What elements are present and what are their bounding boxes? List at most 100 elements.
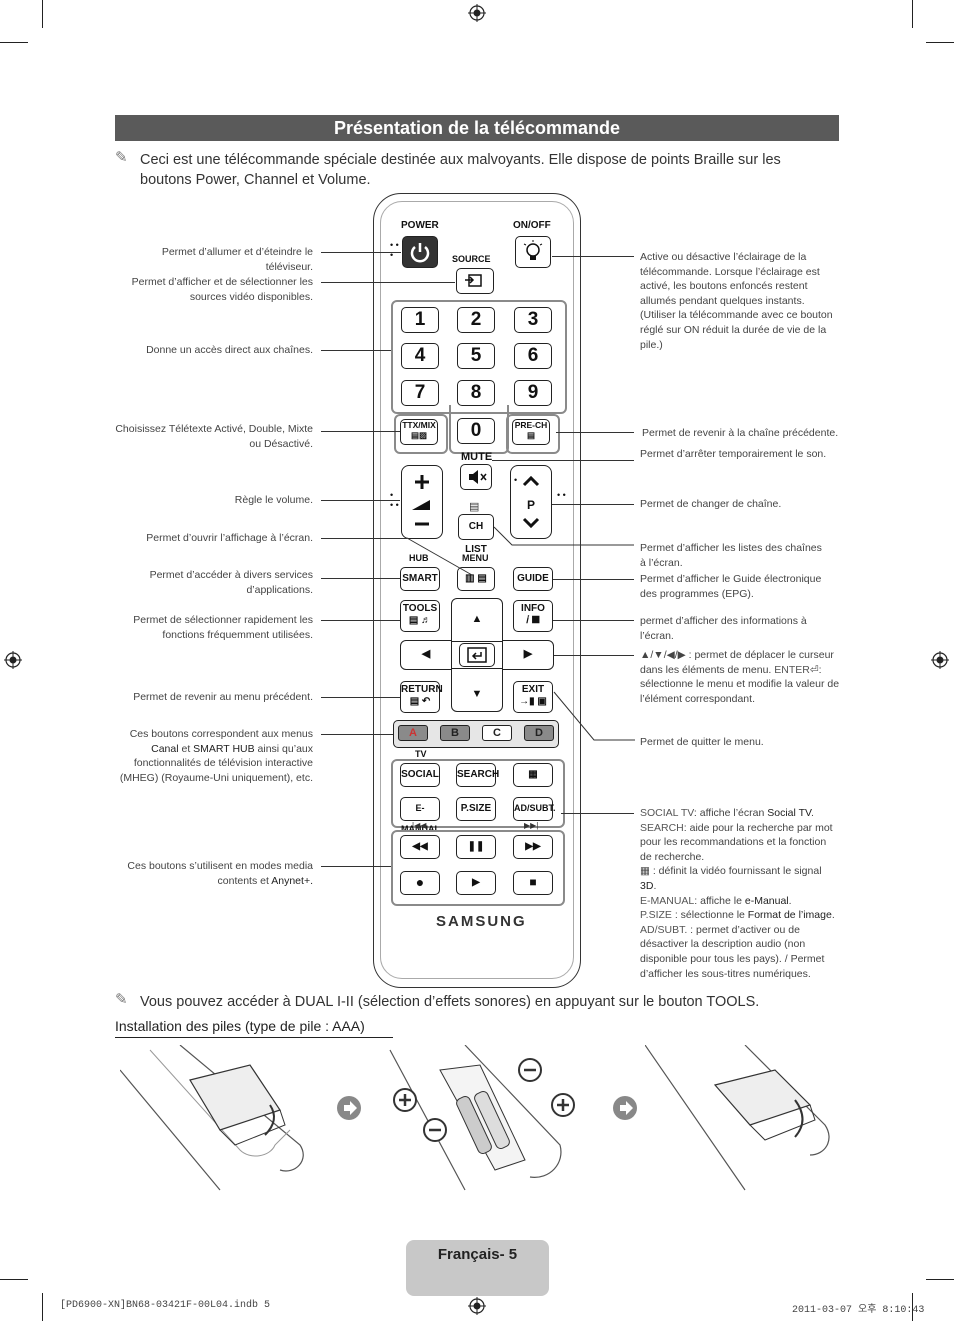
menu-button[interactable]: ▥ ▤ bbox=[457, 567, 495, 591]
pre-ch-label: PRE-CH bbox=[514, 420, 548, 430]
exit-icon: →▮ ▣ bbox=[519, 696, 547, 707]
battery-step-3-illustration bbox=[645, 1045, 830, 1191]
desc-navigation: ▲/▼/◀/▶ : permet de déplacer le curseur … bbox=[640, 648, 840, 706]
exit-button[interactable]: EXIT→▮ ▣ bbox=[513, 681, 553, 713]
leader-line bbox=[554, 655, 634, 656]
guide-button[interactable]: GUIDE bbox=[513, 567, 553, 591]
note-pencil-icon: ✎ bbox=[115, 991, 128, 1008]
digit-button-6[interactable]: 6 bbox=[514, 343, 552, 369]
tools-button[interactable]: TOOLS▤ ♬ bbox=[400, 600, 440, 632]
dpad-down-button[interactable]: ▼ bbox=[451, 668, 503, 712]
fast-forward-button[interactable]: ▶▶ bbox=[513, 835, 553, 859]
record-button[interactable]: ● bbox=[400, 871, 440, 895]
channel-up-down-icon bbox=[522, 475, 540, 529]
samsung-logo: SAMSUNG bbox=[436, 913, 527, 930]
volume-rocker[interactable] bbox=[401, 465, 443, 539]
color-a-label: A bbox=[409, 727, 417, 739]
ch-list-label: CH LIST bbox=[465, 521, 487, 555]
onoff-button[interactable] bbox=[515, 236, 551, 268]
desc-tools: Permet de sélectionner rapidement les fo… bbox=[133, 614, 313, 641]
dpad-right-button[interactable]: ▶ bbox=[502, 640, 554, 670]
desc-guide: Permet d’afficher le Guide électronique … bbox=[640, 573, 822, 600]
arrow-left-icon: ◀ bbox=[421, 648, 431, 660]
desc-adsubt-text: : permet d’activer ou de désactiver la d… bbox=[640, 923, 825, 980]
next-step-arrow-icon bbox=[613, 1096, 637, 1120]
digit-button-2[interactable]: 2 bbox=[457, 307, 495, 333]
ad-subt-button[interactable]: AD/SUBT. bbox=[513, 797, 556, 821]
social-button[interactable]: SOCIAL bbox=[400, 763, 440, 787]
dual-note-pre: Vous pouvez accéder à DUAL I-II (sélecti… bbox=[140, 994, 707, 1010]
desc-search-text: : aide pour la recherche par mot pour le… bbox=[640, 821, 833, 863]
digit-button-8[interactable]: 8 bbox=[457, 380, 495, 406]
remote-inner-outline bbox=[380, 201, 574, 979]
color-button-b[interactable]: B bbox=[440, 725, 470, 741]
desc-color-et: et bbox=[178, 742, 194, 755]
power-button[interactable] bbox=[402, 236, 438, 268]
smart-hub-button[interactable]: SMART bbox=[400, 567, 440, 591]
desc-color-smarthub: SMART HUB bbox=[193, 742, 255, 755]
digit-button-9[interactable]: 9 bbox=[514, 380, 552, 406]
ttx-mix-button[interactable]: TTX/MIX▤▨ bbox=[400, 419, 438, 445]
source-input-icon bbox=[465, 274, 482, 287]
color-button-c[interactable]: C bbox=[482, 725, 512, 741]
mute-icon bbox=[469, 470, 487, 484]
info-label: INFO bbox=[521, 603, 545, 614]
digit-button-4[interactable]: 4 bbox=[401, 343, 439, 369]
power-icon bbox=[410, 243, 430, 263]
mute-button[interactable] bbox=[460, 464, 492, 490]
ch-list-button[interactable]: CH LIST bbox=[458, 514, 494, 555]
desc-nav-enter-label: ENTER bbox=[774, 663, 810, 676]
crop-mark bbox=[912, 0, 913, 28]
return-button[interactable]: RETURN▤ ↶ bbox=[400, 681, 443, 713]
info-icon: 𝑖 ▤ bbox=[526, 615, 540, 626]
digit-button-1[interactable]: 1 bbox=[401, 307, 439, 333]
p-size-button[interactable]: P.SIZE bbox=[456, 797, 496, 821]
dpad-up-button[interactable]: ▲ bbox=[451, 598, 503, 642]
3d-button[interactable]: ▦ bbox=[513, 763, 553, 787]
desc-volume: Règle le volume. bbox=[234, 494, 313, 506]
zero-key-group bbox=[449, 405, 509, 454]
rewind-button[interactable]: ◀◀ bbox=[400, 835, 440, 859]
dual-note-tools: TOOLS bbox=[706, 994, 756, 1010]
leader-line-menu bbox=[406, 537, 473, 576]
stop-button[interactable]: ■ bbox=[513, 871, 553, 895]
footer-file-info: [PD6900-XN]BN68-03421F-00L04.indb 5 bbox=[60, 1300, 271, 1311]
enter-small-icon: ⏎ bbox=[809, 663, 819, 676]
braille-dots: • bbox=[514, 475, 518, 485]
desc-color-canal: Canal bbox=[151, 742, 179, 755]
desc-color-pre: Ces boutons correspondent aux menus bbox=[129, 728, 313, 740]
source-button[interactable] bbox=[456, 268, 494, 294]
digit-button-0[interactable]: 0 bbox=[457, 418, 495, 444]
pause-button[interactable]: ❚❚ bbox=[456, 835, 496, 859]
rewind-icon: ◀◀ bbox=[412, 841, 428, 852]
previous-channel-icon: ▤ bbox=[526, 430, 536, 440]
pause-icon: ❚❚ bbox=[467, 841, 485, 852]
menu-icon: ▥ ▤ bbox=[465, 573, 487, 584]
leader-line bbox=[321, 282, 455, 283]
volume-icon bbox=[412, 475, 430, 526]
pre-ch-button[interactable]: PRE-CH▤ bbox=[512, 419, 550, 445]
digit-button-7[interactable]: 7 bbox=[401, 380, 439, 406]
desc-adsubt-label: AD/SUBT. bbox=[640, 923, 688, 936]
desc-return: Permet de revenir au menu précédent. bbox=[133, 691, 313, 703]
channel-rocker[interactable] bbox=[510, 465, 552, 539]
color-button-a[interactable]: A bbox=[398, 725, 428, 741]
enter-button[interactable] bbox=[459, 643, 495, 667]
smart-tv-group bbox=[391, 759, 565, 828]
leader-line bbox=[321, 578, 400, 579]
e-manual-button[interactable]: E-MANUAL bbox=[400, 797, 440, 834]
desc-smart: Permet d’accéder à divers services d’app… bbox=[149, 569, 313, 596]
color-button-d[interactable]: D bbox=[524, 725, 554, 741]
braille-dots: • • bbox=[557, 490, 566, 500]
play-button[interactable]: ▶ bbox=[456, 871, 496, 895]
social-label: SOCIAL bbox=[401, 769, 439, 780]
search-button[interactable]: SEARCH bbox=[456, 763, 499, 787]
desc-3d-text: : définit la vidéo fournissant le signal bbox=[652, 865, 822, 878]
arrow-up-icon: ▲ bbox=[471, 613, 483, 625]
digit-button-5[interactable]: 5 bbox=[457, 343, 495, 369]
dpad-left-button[interactable]: ◀ bbox=[400, 640, 452, 670]
desc-3d-b: 3D bbox=[640, 879, 654, 892]
tools-label: TOOLS bbox=[402, 603, 438, 614]
digit-button-3[interactable]: 3 bbox=[514, 307, 552, 333]
